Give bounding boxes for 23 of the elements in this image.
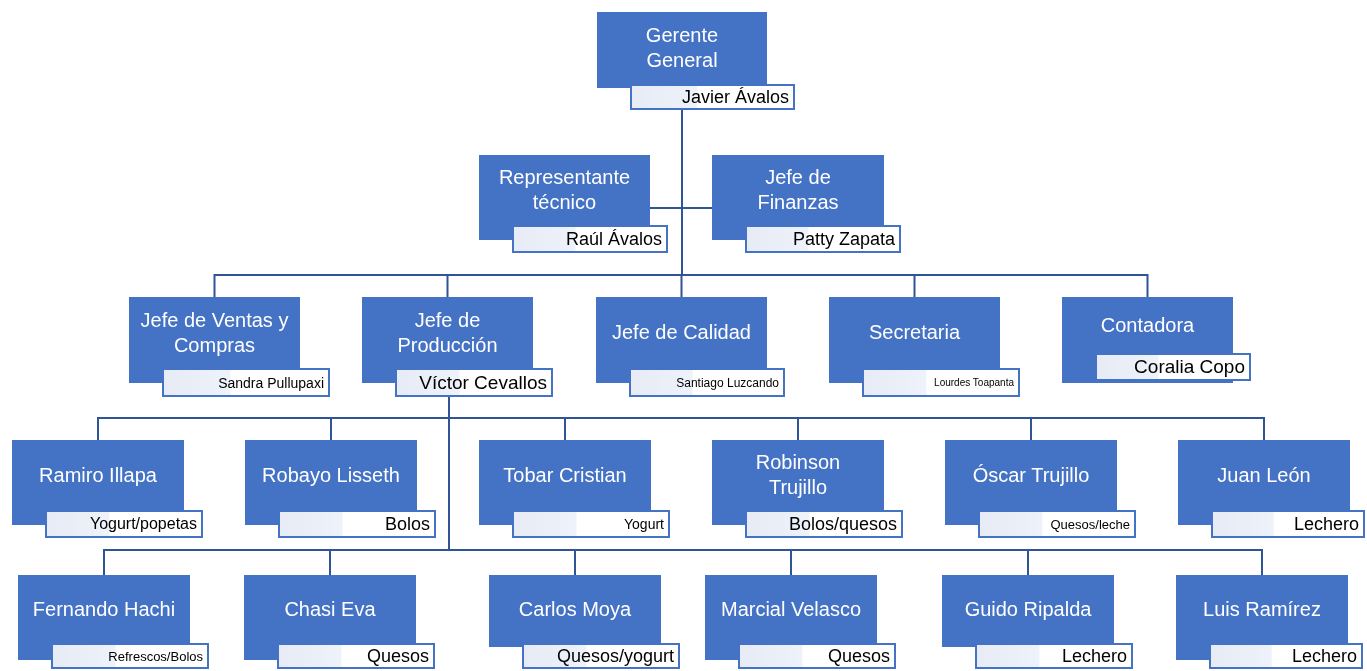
name-tag: Bolos — [278, 510, 436, 538]
name-tag: Quesos — [738, 643, 896, 669]
name-tag: Patty Zapata — [745, 225, 901, 253]
name-tag: Sandra Pullupaxi — [162, 368, 330, 397]
name-tag: Lechero — [1211, 510, 1365, 538]
name-tag: Javier Ávalos — [630, 84, 795, 110]
name-tag: Yogurt — [512, 510, 670, 538]
name-tag: Raúl Ávalos — [512, 225, 668, 253]
name-tag: Quesos/yogurt — [522, 643, 680, 669]
position-box: Guido Ripalda — [942, 575, 1114, 647]
position-box: Gerente General — [597, 12, 767, 88]
name-tag: Yogurt/popetas — [45, 510, 203, 538]
name-tag: Lourdes Toapanta — [862, 368, 1020, 397]
name-tag: Lechero — [1209, 643, 1363, 669]
name-tag: Quesos — [277, 643, 435, 669]
name-tag: Refrescos/Bolos — [51, 643, 209, 669]
name-tag: Santiago Luzcando — [629, 368, 785, 397]
name-tag: Lechero — [975, 643, 1133, 669]
name-tag: Coralia Copo — [1095, 353, 1251, 381]
name-tag: Bolos/quesos — [745, 510, 903, 538]
position-box: Carlos Moya — [489, 575, 661, 647]
name-tag: Víctor Cevallos — [395, 368, 553, 397]
name-tag: Quesos/leche — [978, 510, 1136, 538]
